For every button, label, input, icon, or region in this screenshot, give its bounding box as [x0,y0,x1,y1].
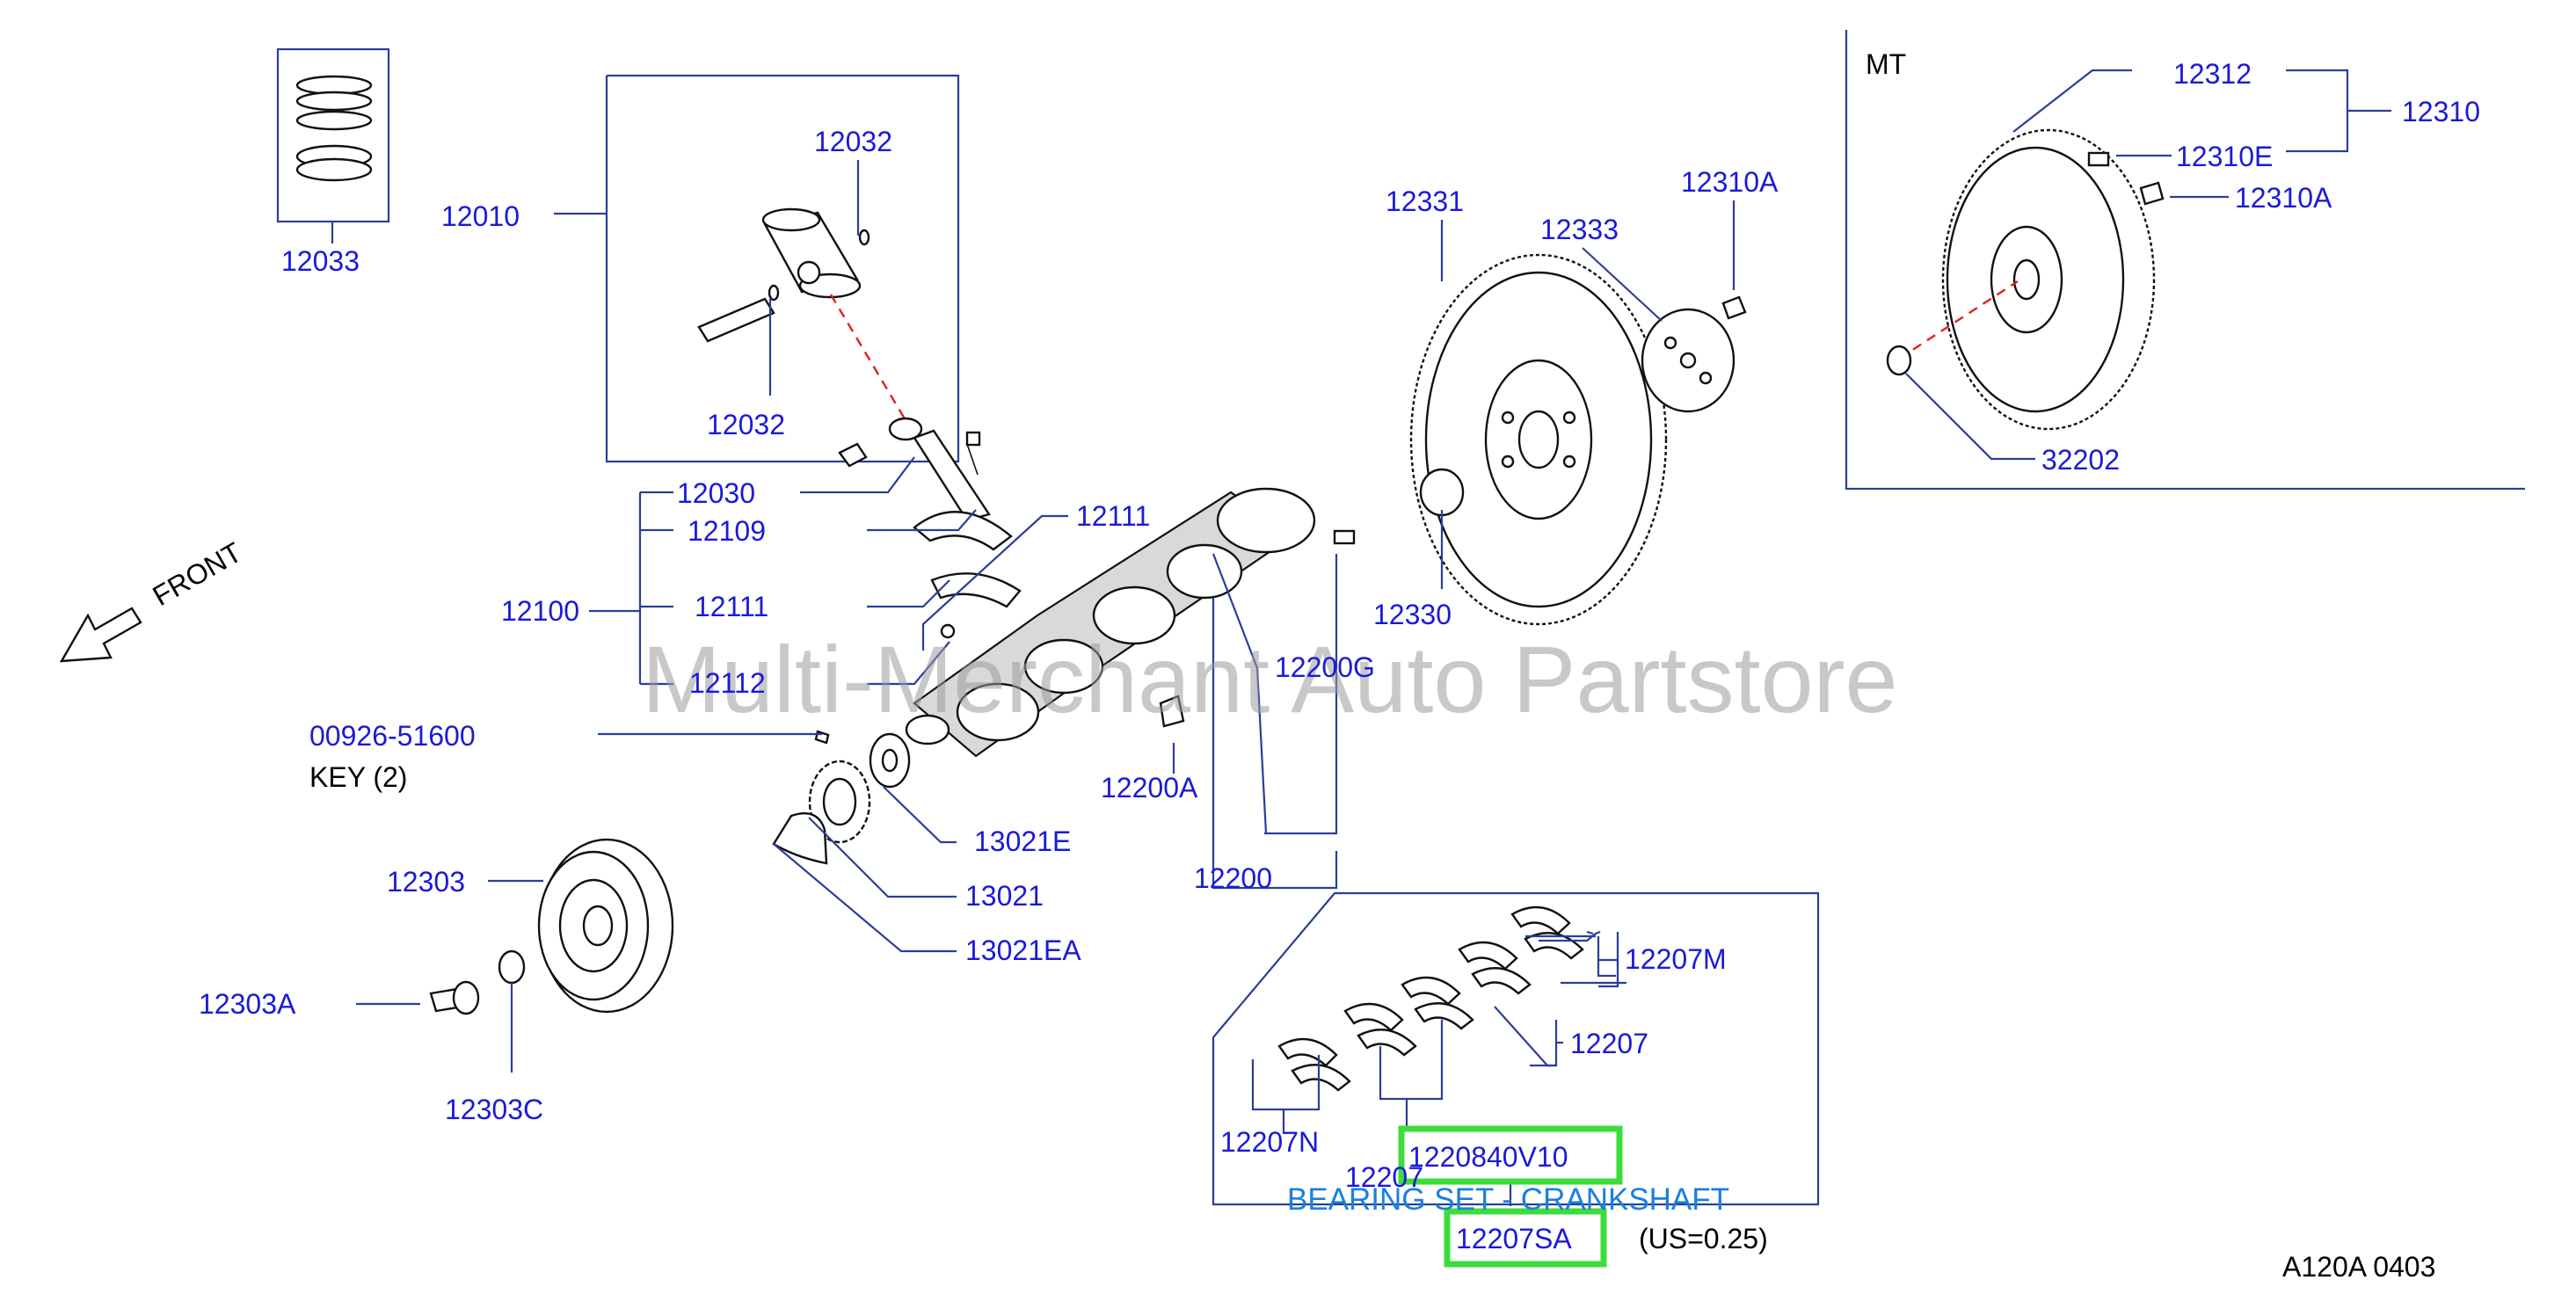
leader-lines [331,69,2391,1206]
callout-12111-mid[interactable]: 12111 [695,591,768,622]
bearing-set-part-highlight[interactable] [1398,1125,1623,1185]
callout-12100[interactable]: 12100 [501,595,579,627]
sprocket-drawing [772,730,911,865]
crankshaft-drawing [905,487,1356,758]
callout-12033[interactable]: 12033 [281,245,360,277]
callout-12310A-left[interactable]: 12310A [1681,166,1779,198]
highlighted-sub-part[interactable]: 12207SA [1456,1223,1572,1254]
highlighted-description: BEARING SET - CRANKSHAFT [1287,1182,1729,1217]
callout-12333[interactable]: 12333 [1540,214,1619,245]
crankshaft-leader [1212,554,1338,890]
callout-12331[interactable]: 12331 [1386,185,1464,217]
diagram-code: A120A 0403 [2282,1251,2435,1283]
front-label: FRONT [148,536,247,612]
callout-13021EA[interactable]: 13021EA [965,934,1081,966]
bearing-frame [1212,891,1820,1206]
sub-part-note: (US=0.25) [1639,1223,1768,1254]
callout-12032-top[interactable]: 12032 [814,126,892,157]
callout-12030[interactable]: 12030 [677,477,755,509]
callout-labels: 12033 12010 12032 12032 12030 12109 1211… [199,48,2480,1193]
callout-12207-bottom[interactable]: 12207 [1345,1161,1423,1193]
callout-12111-top[interactable]: 12111 [1076,500,1150,532]
front-arrow-icon [59,607,142,663]
key-label: KEY (2) [309,761,407,793]
bearing-shells-drawing [1277,905,1584,1092]
flexplate-drawing [1409,253,1747,626]
bearing-sub-part-highlight[interactable] [1444,1208,1607,1268]
callout-12207[interactable]: 12207 [1570,1028,1648,1059]
callout-32202[interactable]: 32202 [2041,444,2120,476]
callout-12303C[interactable]: 12303C [445,1094,543,1125]
callout-12207M[interactable]: 12207M [1625,943,1727,975]
callout-13021E[interactable]: 13021E [974,825,1071,857]
callout-12310A-right[interactable]: 12310A [2235,182,2332,214]
callout-12312[interactable]: 12312 [2173,58,2252,90]
callout-12112[interactable]: 12112 [689,667,766,699]
piston-rings-drawing [295,75,373,182]
watermark: Multi-Merchant Auto Partstore [642,626,1898,732]
highlighted-part-number[interactable]: 1220840V10 [1408,1141,1568,1173]
callout-12310E[interactable]: 12310E [2176,141,2273,172]
mt-label: MT [1866,48,1906,80]
callout-12200[interactable]: 12200 [1194,862,1272,894]
callout-12109[interactable]: 12109 [688,515,766,547]
piston-frame [605,74,960,463]
callout-12010[interactable]: 12010 [441,200,520,232]
callout-13021[interactable]: 13021 [965,880,1044,912]
callout-00926-51600[interactable]: 00926-51600 [309,720,476,752]
piston-ring-frame [276,47,390,223]
callout-12330[interactable]: 12330 [1373,599,1452,630]
mt-flywheel-drawing [1886,128,2165,431]
callout-12207N[interactable]: 12207N [1220,1126,1319,1158]
callout-12310[interactable]: 12310 [2402,96,2480,127]
callout-12032-bottom[interactable]: 12032 [707,409,785,440]
callout-12200A[interactable]: 12200A [1101,772,1198,804]
mt-flywheel-frame [1845,30,2525,491]
piston-drawing [697,207,907,421]
connecting-rod-drawing [838,417,1022,639]
crank-pulley-drawing [429,838,674,1015]
callout-12200G[interactable]: 12200G [1275,651,1375,683]
callout-12303[interactable]: 12303 [387,866,465,898]
callout-12303A[interactable]: 12303A [199,988,296,1020]
